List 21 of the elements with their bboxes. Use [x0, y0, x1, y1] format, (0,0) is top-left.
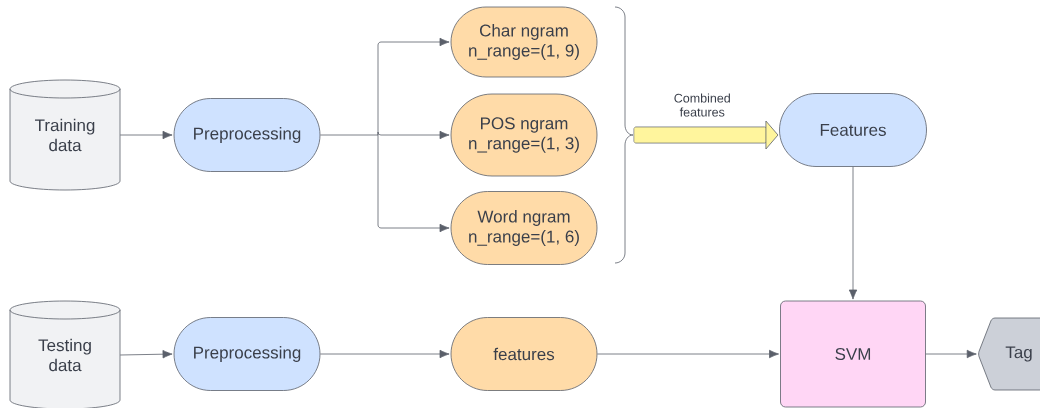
process-pill: Word ngram n_range=(1, 6): [450, 191, 598, 265]
process-pill: Preprocessing: [173, 317, 321, 391]
process-box: SVM: [780, 300, 926, 408]
arrow: [320, 349, 450, 359]
data-cylinder: Training data: [9, 79, 121, 191]
tag-hexagon: Tag: [978, 317, 1040, 391]
arrow: [597, 349, 779, 359]
data-cylinder: Testing data: [9, 300, 121, 408]
arrow: [119, 130, 173, 140]
branching-arrow: [320, 37, 450, 233]
process-pill: POS ngram n_range=(1, 3): [450, 93, 598, 177]
process-pill: Features: [779, 93, 927, 167]
process-pill: features: [450, 317, 598, 391]
arrow: [848, 166, 858, 300]
curly-bracket: [614, 6, 634, 264]
process-pill: Char ngram n_range=(1, 9): [450, 6, 598, 78]
arrow: [119, 350, 173, 359]
edge-label: Combined features: [674, 93, 730, 117]
arrow: [925, 349, 977, 359]
process-pill: Preprocessing: [173, 98, 321, 172]
block-arrow: [633, 120, 779, 150]
